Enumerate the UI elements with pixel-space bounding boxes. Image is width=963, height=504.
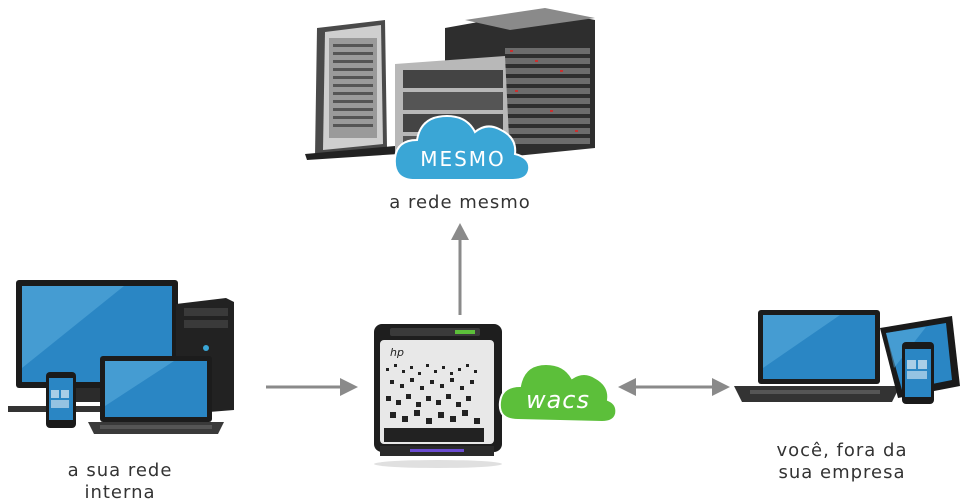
svg-text:wacs: wacs (526, 386, 590, 414)
smartphone-icon (46, 372, 76, 428)
arrow-left-to-center (266, 378, 358, 396)
laptop-icon (88, 356, 224, 434)
wacs-cloud-icon: wacs (498, 362, 618, 424)
tower-server-icon (305, 20, 399, 160)
remote-laptop-icon (734, 310, 900, 402)
left-label-line2: interna (84, 482, 156, 503)
svg-text:MESMO: MESMO (420, 147, 506, 171)
left-label-line1: a sua rede (67, 460, 173, 481)
server-cluster: MESMO (295, 8, 615, 188)
micro-server-icon: hp (374, 324, 502, 468)
remote-devices (730, 308, 960, 418)
remote-smartphone-icon (902, 342, 934, 404)
arrow-center-right-bidirectional (618, 378, 730, 396)
mesmo-cloud-icon: MESMO (393, 114, 531, 181)
left-node-label: a sua rede interna (20, 460, 220, 504)
right-label-line2: sua empresa (778, 462, 906, 483)
right-label-line1: você, fora da (776, 440, 908, 461)
internal-network-devices (4, 278, 244, 438)
right-node-label: você, fora da sua empresa (742, 440, 942, 484)
arrow-center-to-top (451, 223, 469, 315)
wacs-server: hp wacs (360, 318, 620, 478)
svg-text:hp: hp (390, 346, 404, 359)
top-node-label: a rede mesmo (389, 192, 531, 213)
